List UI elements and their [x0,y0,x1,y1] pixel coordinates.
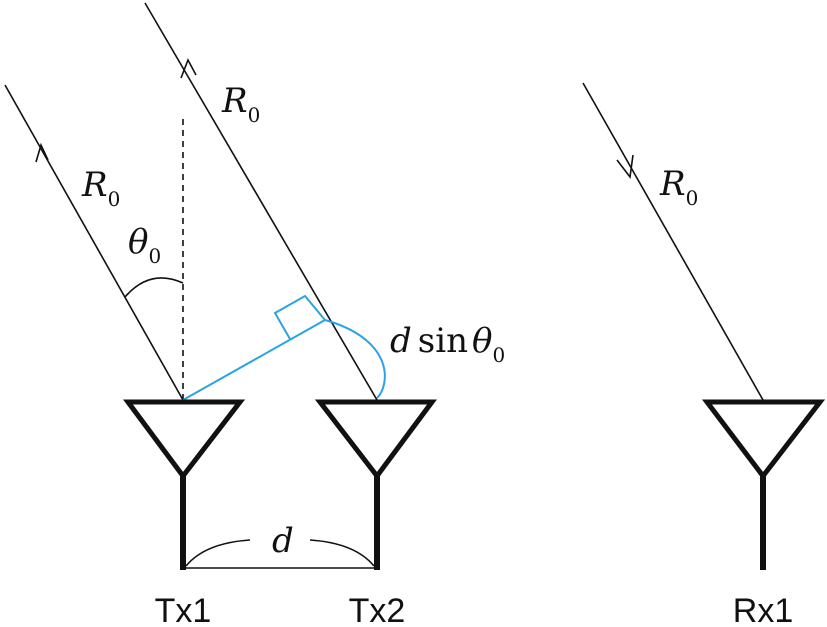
tx1-label: Tx1 [155,592,212,627]
spacing-d-label: d [272,521,294,561]
rx1-ray [582,82,764,401]
theta-label: θ0 [128,222,161,268]
rx1-range-label: R0 [659,164,698,210]
tx1-range-label: R0 [81,165,120,211]
tx1-antenna-triangle [123,399,246,481]
tx2-antenna-triangle [314,399,437,481]
rx1-ray-arrow [616,154,634,180]
path-difference-line [182,319,326,401]
path-difference-arc [324,319,386,399]
tx2-label: Tx2 [349,592,406,627]
tx2-ray [144,2,378,401]
tx1-ray-arrow [35,142,49,163]
spacing-arc-left [185,539,251,567]
tx1-ray [4,84,184,401]
tx2-range-label: R0 [221,81,260,127]
spacing-arc-right [309,539,375,567]
theta-arc [124,277,184,298]
rx1-label: Rx1 [733,592,793,627]
right-angle-marker [273,294,326,340]
rx1-antenna-triangle [701,399,826,481]
tx2-ray-arrow [180,58,197,79]
